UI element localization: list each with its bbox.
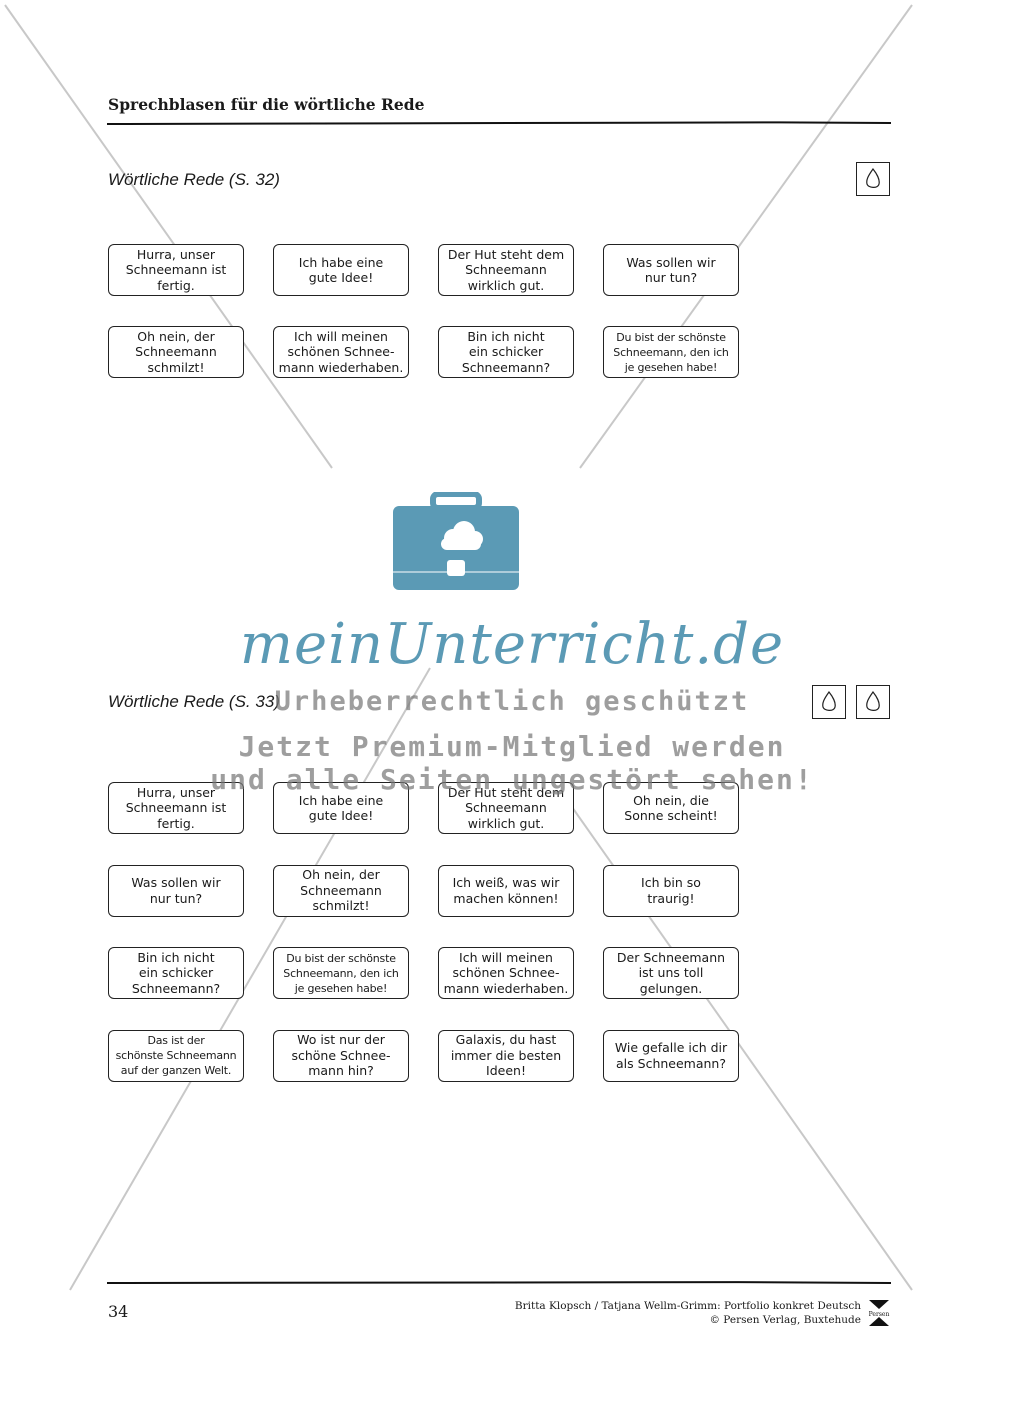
section-title-s32: Wörtliche Rede (S. 32) [108,170,280,189]
publisher-logo: Persen [869,1300,890,1326]
header-rule [106,120,892,125]
difficulty-level-box-1 [812,685,846,719]
page-header-title: Sprechblasen für die wörtliche Rede [108,95,425,114]
speech-card: Oh nein, der Schneemann schmilzt! [108,326,244,378]
section-title-s33: Wörtliche Rede (S. 33) [108,692,280,711]
speech-card: Oh nein, der Schneemann schmilzt! [273,864,409,917]
speech-card: Wie gefalle ich dir als Schneemann? [603,1029,739,1082]
speech-card: Ich will meinen schönen Schnee- mann wie… [438,947,574,999]
speech-card: Hurra, unser Schneemann ist fertig. [108,782,244,834]
speech-card: Der Hut steht dem Schneemann wirklich gu… [438,244,574,296]
speech-card: Bin ich nicht ein schicker Schneemann? [438,326,574,378]
page-number: 34 [108,1302,129,1321]
speech-card: Wo ist nur der schöne Schnee- mann hin? [273,1029,409,1082]
publisher-logo-text: Persen [869,1311,890,1318]
speech-card: Der Schneemann ist uns toll gelungen. [603,947,739,999]
footer-credit-line-1: Britta Klopsch / Tatjana Wellm-Grimm: Po… [514,1300,861,1312]
speech-card: Ich habe eine gute Idee! [273,244,409,296]
speech-card: Was sollen wir nur tun? [603,244,739,296]
watermark-brand: meinUnterricht.de [239,612,785,677]
difficulty-level-box-2 [856,685,890,719]
footer-rule [106,1280,892,1284]
drop-outline-icon [822,691,836,711]
watermark-line-1: Urheberrechtlich geschützt [274,686,750,717]
speech-card: Oh nein, die Sonne scheint! [603,782,739,834]
speech-card: Du bist der schönste Schneemann, den ich… [273,947,409,999]
speech-card: Galaxis, du hast immer die besten Ideen! [438,1029,574,1082]
drop-outline-icon [866,168,880,188]
footer-credit-line-2: © Persen Verlag, Buxtehude [709,1314,861,1326]
watermark-line-3: und alle Seiten ungestört sehen! [210,763,814,796]
speech-card: Was sollen wir nur tun? [108,864,244,917]
footer-credit: Britta Klopsch / Tatjana Wellm-Grimm: Po… [515,1299,861,1327]
briefcase-cloud-icon [393,492,519,590]
speech-card: Hurra, unser Schneemann ist fertig. [108,244,244,296]
speech-card: Ich habe eine gute Idee! [273,782,409,834]
drop-outline-icon [866,691,880,711]
difficulty-level-box [856,162,890,196]
speech-card: Ich bin so traurig! [603,864,739,917]
speech-card: Das ist der schönste Schneemann auf der … [108,1029,244,1082]
speech-card: Ich weiß, was wir machen können! [438,864,574,917]
watermark-line-2: Jetzt Premium-Mitglied werden [238,730,786,763]
speech-card: Du bist der schönste Schneemann, den ich… [603,326,739,378]
speech-card: Der Hut steht dem Schneemann wirklich gu… [438,782,574,834]
speech-card: Ich will meinen schönen Schnee- mann wie… [273,326,409,378]
speech-card: Bin ich nicht ein schicker Schneemann? [108,947,244,999]
